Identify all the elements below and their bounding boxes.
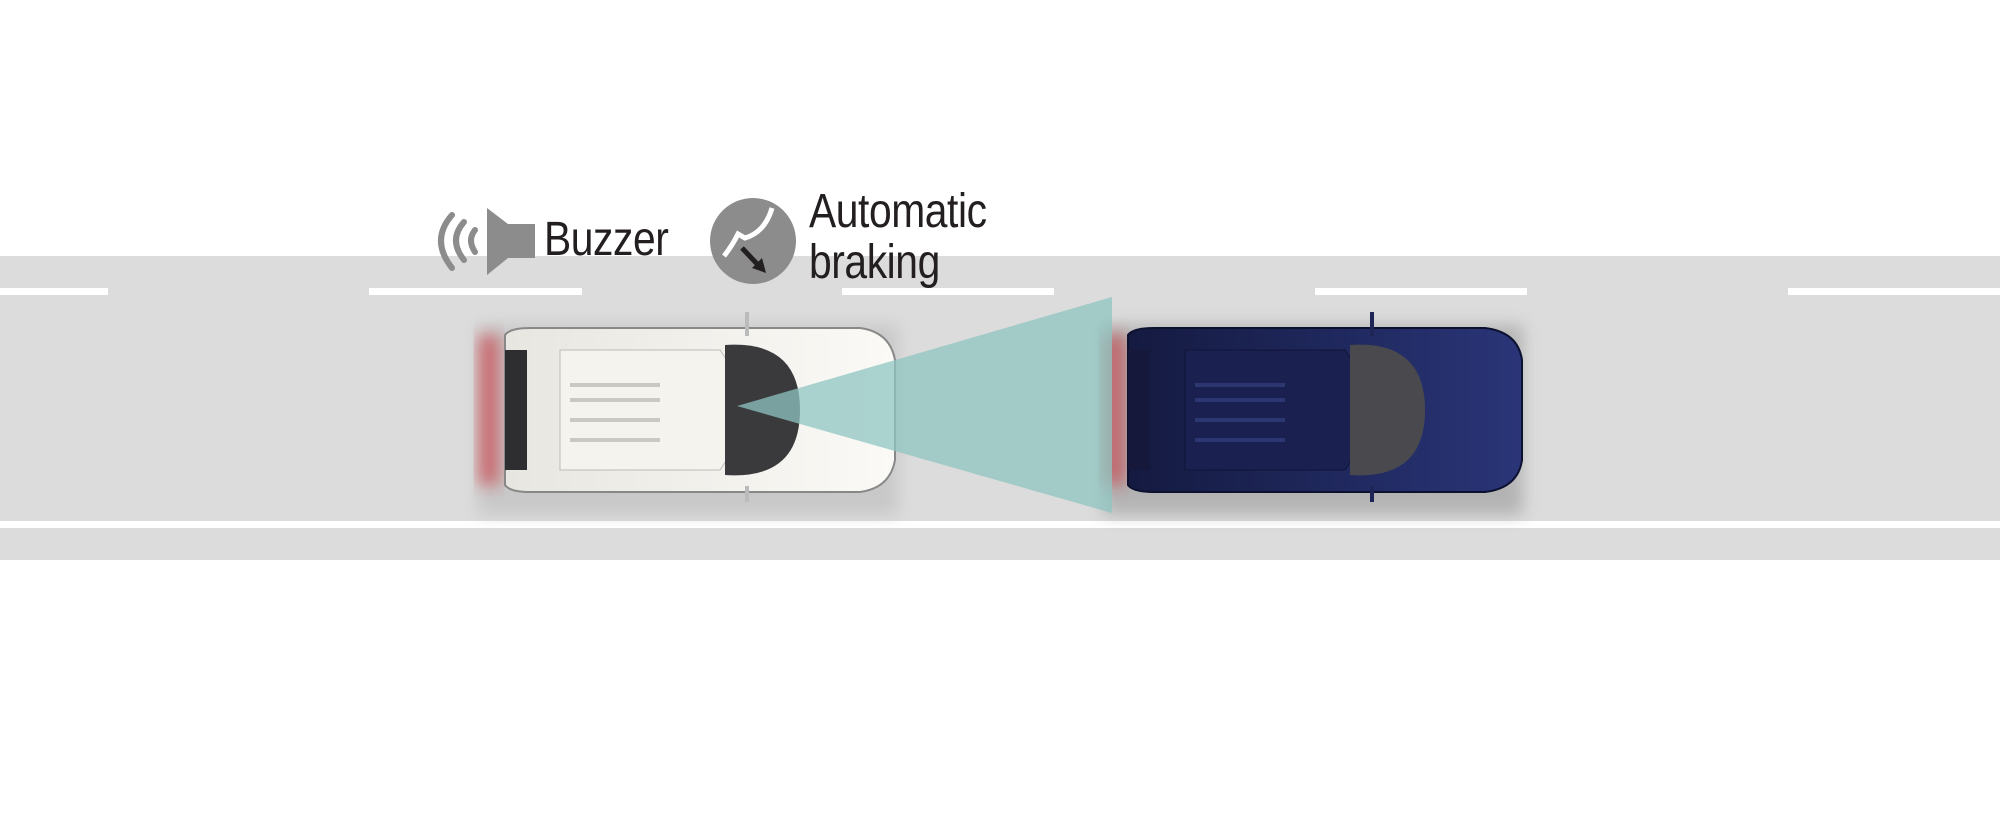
lead-vehicle [1103, 312, 1523, 515]
buzzer-label: Buzzer [544, 213, 669, 266]
lane-dash [0, 288, 108, 295]
lane-dash [842, 288, 1054, 295]
lane-dash [1315, 288, 1527, 295]
automatic-braking-label-line2: braking [809, 236, 940, 289]
automatic-braking-label-line1: Automatic [809, 185, 987, 238]
lane-dash [369, 288, 582, 295]
lane-dashes [0, 288, 2000, 295]
speaker-sound-icon [438, 208, 535, 275]
sensor-beam [737, 297, 1112, 513]
lane-edge-line [0, 521, 2000, 528]
own-vehicle [478, 312, 898, 515]
brake-pedal-icon [710, 198, 796, 284]
lane-dash [1788, 288, 2000, 295]
